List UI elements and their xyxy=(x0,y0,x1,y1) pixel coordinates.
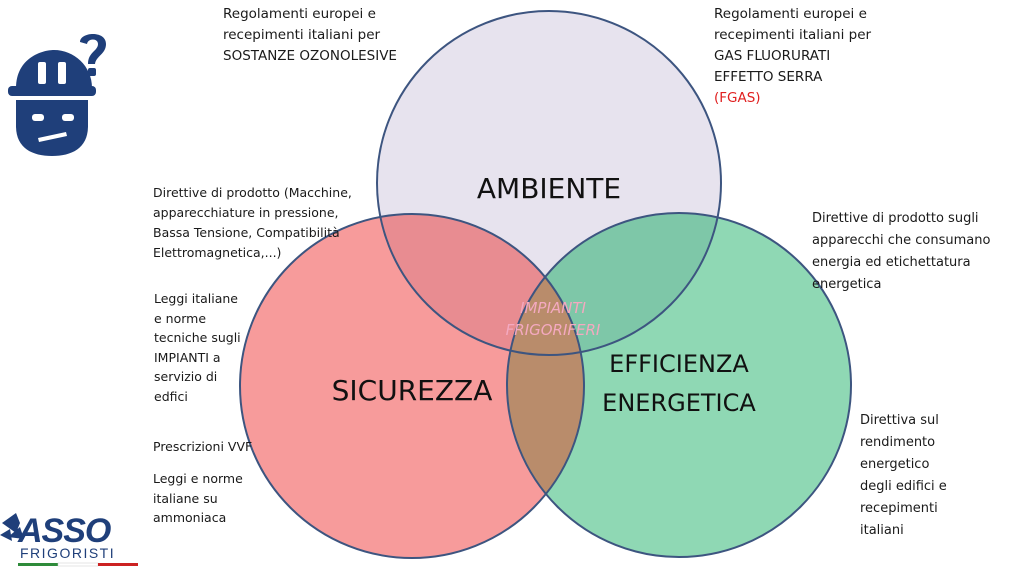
asso-frigoristi-logo: ASSO FRIGORISTI xyxy=(0,512,138,567)
note-line: Direttive di prodotto (Macchine, xyxy=(153,185,352,200)
label-center-line2: FRIGORIFERI xyxy=(506,321,601,339)
note-product-directives-right: Direttive di prodotto sugli apparecchi c… xyxy=(812,208,990,296)
note-line: EFFETTO SERRA xyxy=(714,69,823,85)
circle-efficienza-outline xyxy=(506,212,852,558)
logo-text: ASSO xyxy=(17,512,111,550)
note-line: Direttive di prodotto sugli xyxy=(812,211,979,226)
label-sicurezza: SICUREZZA xyxy=(332,374,493,407)
note-line: e norme xyxy=(154,310,207,326)
logo-subtitle: FRIGORISTI xyxy=(20,545,115,561)
note-line: apparecchi che consumano xyxy=(812,233,991,248)
note-line: Leggi italiane xyxy=(154,291,239,306)
note-italian-laws: Leggi italiane e norme tecniche sugli IM… xyxy=(154,289,241,406)
note-line: recepimenti xyxy=(860,501,938,516)
note-line: Regolamenti europei e xyxy=(223,6,376,22)
note-line: energia ed etichettatura xyxy=(812,255,971,270)
note-fgas-red: (FGAS) xyxy=(714,90,761,106)
note-ammonia: Leggi e norme italiane su ammoniaca xyxy=(153,469,243,528)
overlap-ambiente-sicurezza xyxy=(377,214,584,355)
note-line: servizio di xyxy=(154,369,218,384)
note-line: Leggi e norme xyxy=(153,471,243,486)
label-efficienza-line1: EFFICIENZA xyxy=(609,350,749,378)
note-ozonolesive: Regolamenti europei e recepimenti italia… xyxy=(223,4,397,67)
note-line: SOSTANZE OZONOLESIVE xyxy=(223,48,397,64)
note-line: energetica xyxy=(812,277,882,292)
note-line: edfici xyxy=(154,388,188,404)
note-line: apparecchiature in pressione, xyxy=(153,205,339,220)
note-line: GAS FLUORURATI xyxy=(714,48,831,64)
circle-ambiente-outline xyxy=(376,10,722,356)
note-building-directive: Direttiva sul rendimento energetico degl… xyxy=(860,410,947,542)
note-vvf: Prescrizioni VVF xyxy=(153,436,252,457)
note-line: IMPIANTI a xyxy=(154,349,221,365)
note-line: Bassa Tensione, Compatibilità xyxy=(153,225,340,240)
note-line: Direttiva sul xyxy=(860,413,939,428)
note-line: tecniche sugli xyxy=(154,330,241,345)
note-line: Regolamenti europei e xyxy=(714,6,867,22)
label-ambiente: AMBIENTE xyxy=(477,172,621,205)
note-line: degli edifici e xyxy=(860,479,947,494)
helmet-question-mascot-icon xyxy=(8,34,106,156)
circle-sicurezza-outline xyxy=(239,213,585,559)
note-line: Prescrizioni VVF xyxy=(153,439,253,454)
overlap-ambiente-efficienza xyxy=(507,213,721,355)
note-line: Elettromagnetica,...) xyxy=(153,245,282,260)
note-fgas: Regolamenti europei e recepimenti italia… xyxy=(714,4,871,109)
note-line: recepimenti italiani per xyxy=(714,27,872,43)
note-line: ammoniaca xyxy=(153,510,227,525)
label-efficienza-line2: ENERGETICA xyxy=(602,389,756,417)
note-product-directives-left: Direttive di prodotto (Macchine, apparec… xyxy=(153,183,352,263)
note-line: recepimenti italiani per xyxy=(223,27,381,43)
snowflake-icon xyxy=(0,513,24,541)
label-center-line1: IMPIANTI xyxy=(520,299,586,317)
note-line: italiani xyxy=(860,523,904,538)
note-line: energetico xyxy=(860,457,930,472)
note-line: italiane su xyxy=(153,490,218,506)
note-line: rendimento xyxy=(860,435,936,450)
